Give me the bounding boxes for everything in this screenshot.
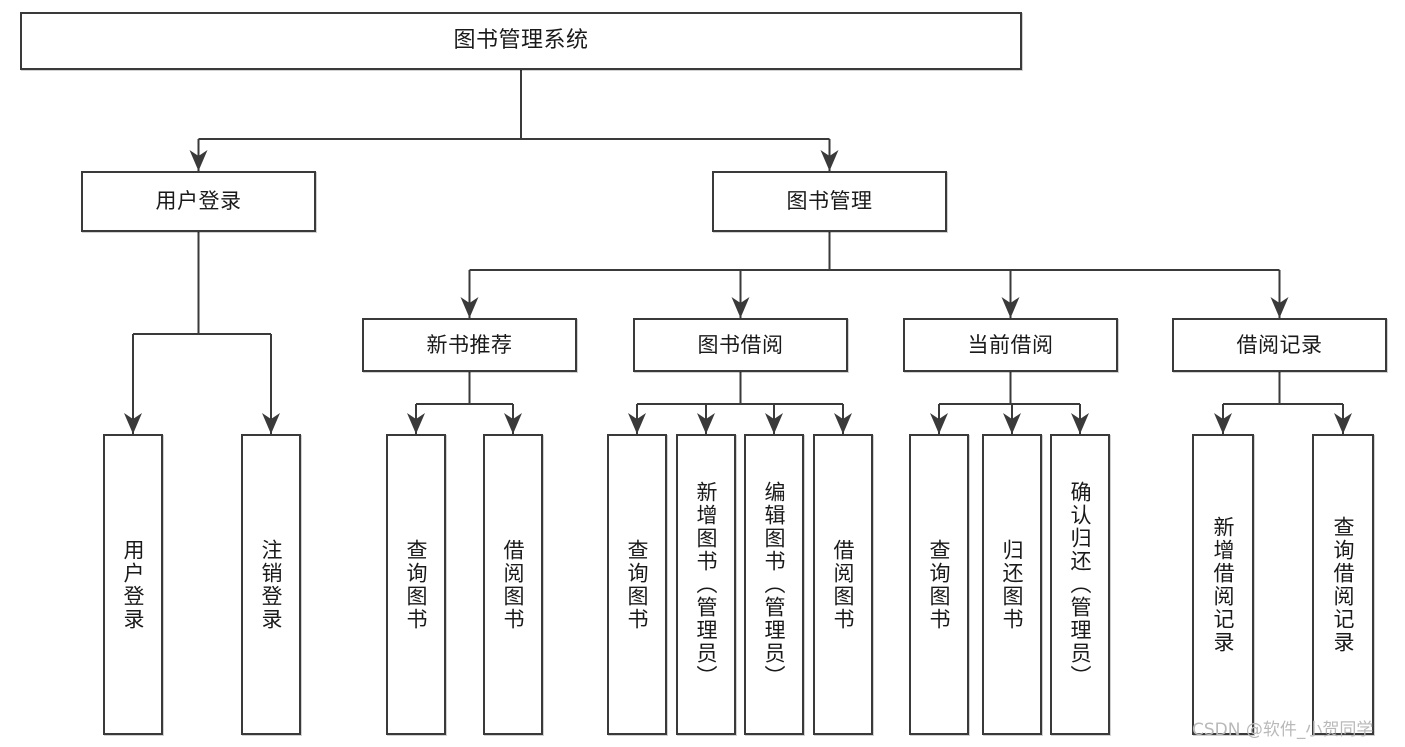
node-root: 图书管理系统 bbox=[20, 12, 1022, 70]
node-leaf-login-2: 注销登录 bbox=[241, 434, 301, 735]
watermark-text: CSDN @软件_小贺同学 bbox=[1192, 720, 1374, 740]
node-leaf-new-1: 查询图书 bbox=[386, 434, 446, 735]
node-leaf-bor-1: 查询图书 bbox=[607, 434, 667, 735]
node-current: 当前借阅 bbox=[903, 318, 1118, 372]
node-label: 新增图书（管理员） bbox=[694, 481, 719, 688]
node-label: 编辑图书（管理员） bbox=[762, 481, 787, 688]
node-label: 用户登录 bbox=[155, 189, 242, 214]
node-leaf-new-2: 借阅图书 bbox=[483, 434, 543, 735]
node-label: 注销登录 bbox=[259, 538, 284, 631]
node-label: 查询借阅记录 bbox=[1331, 515, 1356, 654]
node-label: 当前借阅 bbox=[967, 332, 1054, 357]
node-bookmgmt: 图书管理 bbox=[712, 171, 947, 232]
node-login: 用户登录 bbox=[81, 171, 316, 232]
node-label: 借阅记录 bbox=[1236, 332, 1323, 357]
node-label: 图书管理系统 bbox=[453, 28, 589, 54]
node-leaf-cur-3: 确认归还（管理员） bbox=[1050, 434, 1110, 735]
node-label: 查询图书 bbox=[927, 538, 952, 631]
node-leaf-rec-2: 查询借阅记录 bbox=[1312, 434, 1374, 735]
node-leaf-bor-3: 编辑图书（管理员） bbox=[744, 434, 804, 735]
node-leaf-login-1: 用户登录 bbox=[103, 434, 163, 735]
node-leaf-bor-4: 借阅图书 bbox=[813, 434, 873, 735]
node-label: 图书管理 bbox=[786, 189, 873, 214]
node-leaf-bor-2: 新增图书（管理员） bbox=[676, 434, 736, 735]
node-label: 借阅图书 bbox=[831, 538, 856, 631]
node-leaf-rec-1: 新增借阅记录 bbox=[1192, 434, 1254, 735]
node-leaf-cur-2: 归还图书 bbox=[982, 434, 1042, 735]
node-label: 新增借阅记录 bbox=[1211, 515, 1236, 654]
node-records: 借阅记录 bbox=[1172, 318, 1387, 372]
node-leaf-cur-1: 查询图书 bbox=[909, 434, 969, 735]
node-label: 归还图书 bbox=[1000, 538, 1025, 631]
node-label: 借阅图书 bbox=[501, 538, 526, 631]
node-label: 图书借阅 bbox=[697, 332, 784, 357]
node-label: 查询图书 bbox=[404, 538, 429, 631]
node-label: 查询图书 bbox=[625, 538, 650, 631]
node-borrow: 图书借阅 bbox=[633, 318, 848, 372]
node-label: 用户登录 bbox=[121, 538, 146, 631]
node-newbook: 新书推荐 bbox=[362, 318, 577, 372]
node-label: 确认归还（管理员） bbox=[1068, 481, 1093, 688]
node-label: 新书推荐 bbox=[426, 332, 513, 357]
